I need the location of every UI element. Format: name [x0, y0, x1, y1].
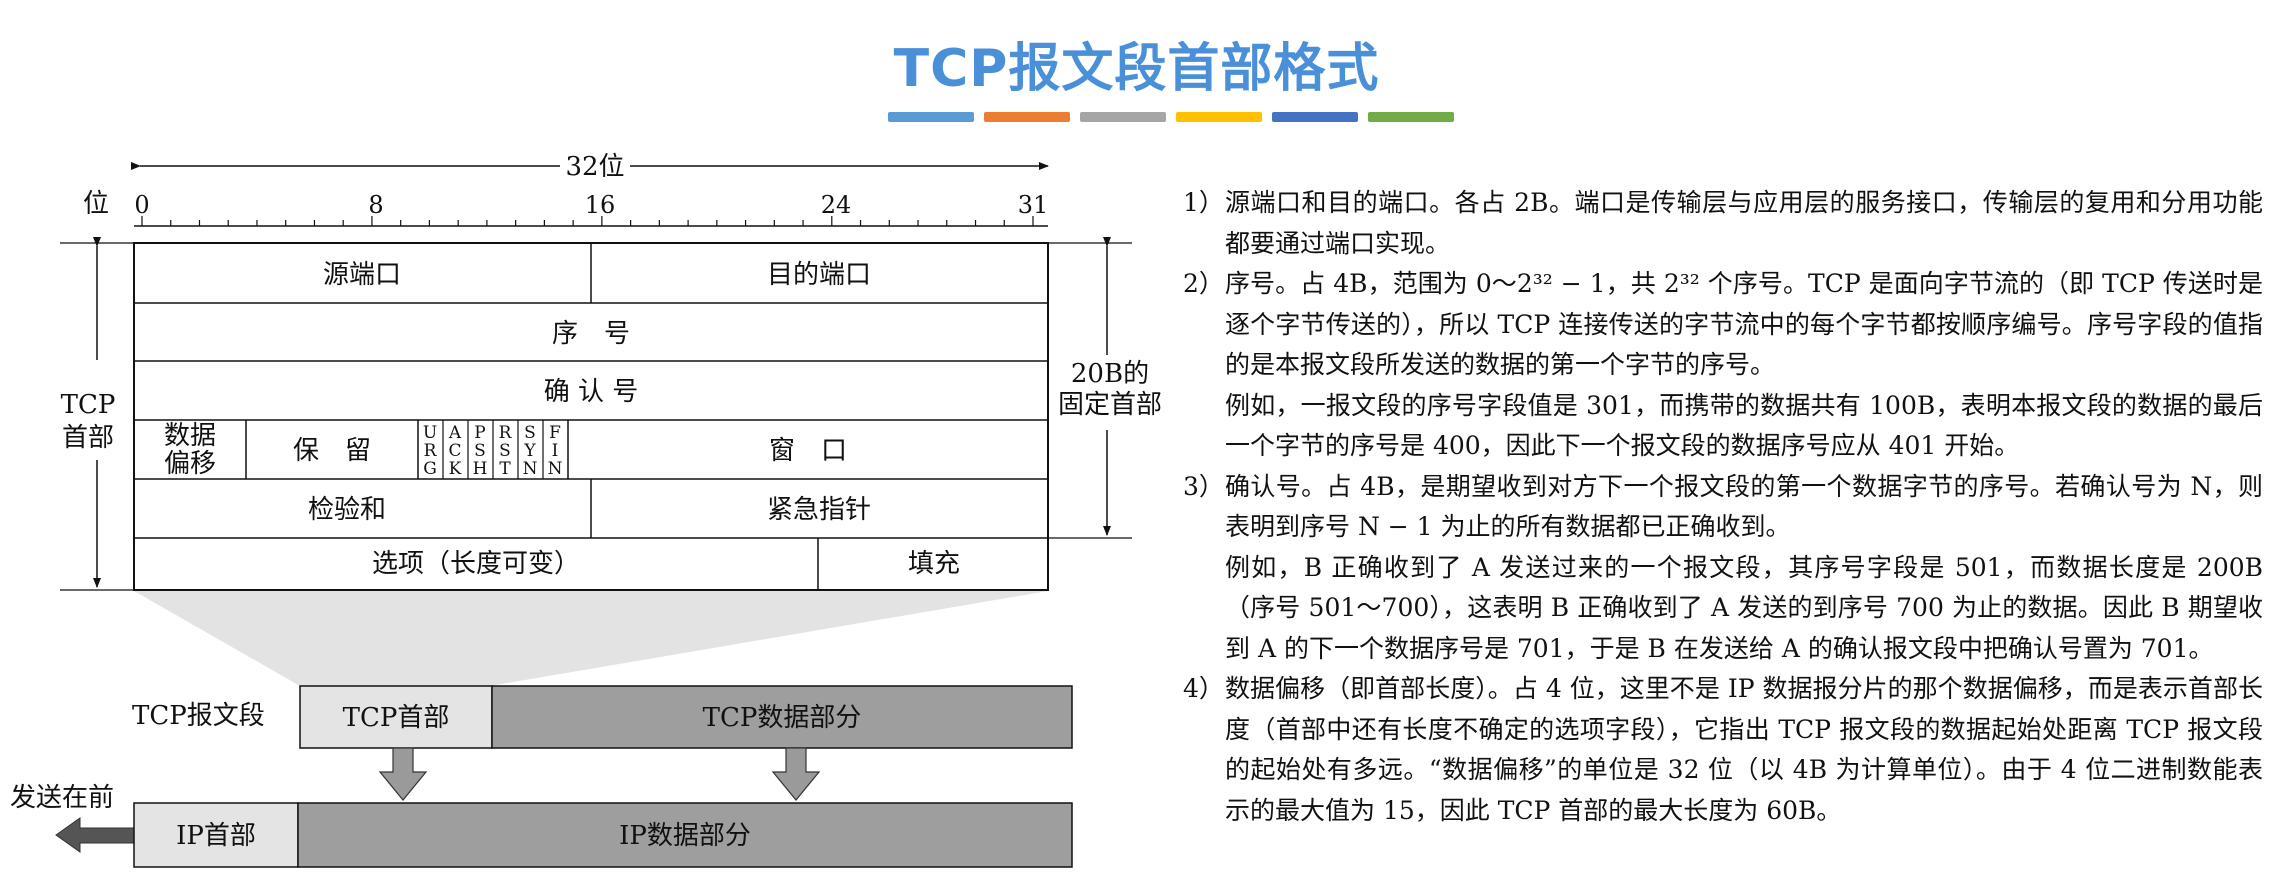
item-text: 。占 4B，范围为 0～2³² − 1，共 2³² 个序号。TCP 是面向字节流… [1225, 269, 2263, 379]
ip-header-box [133, 802, 299, 868]
field-padding: 填充 [908, 549, 960, 579]
accent-bar-segment [1272, 112, 1358, 122]
ruler-ticks [141, 216, 1034, 226]
tick-label-8: 8 [368, 191, 383, 219]
flag-syn: S Y N [523, 423, 538, 479]
item-text: 。占 4B，是期望收到对方下一个报文段的第一个数据字节的序号。若确认号为 N，则… [1225, 471, 2263, 542]
projection-shading [134, 591, 1048, 686]
item-keyword: 源端口和目的端口 [1225, 188, 1430, 217]
item-example: 例如，一报文段的序号字段值是 301，而携带的数据共有 100B，表明本报文段的… [1225, 390, 2263, 461]
flag-ack: A C K [448, 423, 462, 479]
item-example: 例如，B 正确收到了 A 发送过来的一个报文段，其序号字段是 501，而数据长度… [1225, 552, 2263, 663]
flag-fin: F I N [548, 423, 563, 479]
item-keyword: 数据偏移 [1225, 674, 1326, 703]
svg-text:F: F [549, 423, 561, 443]
flag-cells: U R G A C K P S H R S T S Y N [423, 423, 563, 479]
tick-label-16: 16 [585, 191, 616, 219]
svg-text:H: H [473, 459, 488, 479]
svg-text:S: S [474, 441, 486, 461]
item-number: 4） [1183, 674, 1224, 703]
segment-data-box [491, 685, 1073, 749]
page-title: TCP报文段首部格式 [893, 39, 1380, 99]
accent-bar-segment [984, 112, 1070, 122]
tick-label-0: 0 [134, 191, 149, 219]
item-number: 3） [1183, 471, 1224, 501]
accent-bar-segment [1368, 112, 1454, 122]
list-item: 4） 数据偏移（即首部长度）。占 4 位，这里不是 IP 数据报分片的那个数据偏… [1183, 669, 2263, 831]
tick-label-24: 24 [821, 191, 852, 219]
svg-text:N: N [523, 459, 538, 479]
bit-label: 位 [83, 189, 109, 219]
field-urgent-pointer: 紧急指针 [767, 495, 871, 525]
segment-header-label: TCP首部 [343, 703, 450, 733]
segment-data-label: TCP数据部分 [703, 703, 862, 733]
data-down-arrow [771, 747, 821, 801]
svg-text:I: I [552, 441, 559, 461]
segment-label: TCP报文段 [132, 701, 265, 731]
field-offset-line1: 数据 [164, 421, 216, 451]
fixed-header-label-line2: 固定首部 [1058, 390, 1162, 420]
svg-text:T: T [499, 459, 511, 479]
fixed-header-label-line1: 20B的 [1071, 359, 1149, 389]
field-src-port: 源端口 [323, 260, 401, 290]
explanation-list: 1） 源端口和目的端口。各占 2B。端口是传输层与应用层的服务接口，传输层的复用… [1183, 183, 2263, 831]
flag-rst: R S T [499, 423, 513, 479]
svg-text:U: U [423, 423, 437, 443]
field-seq: 序 号 [552, 319, 630, 349]
field-checksum: 检验和 [308, 495, 386, 525]
svg-text:G: G [423, 459, 437, 479]
field-options: 选项（长度可变） [372, 549, 580, 579]
item-keyword: 确认号 [1225, 471, 1302, 501]
field-reserved: 保 留 [293, 436, 371, 466]
svg-text:K: K [449, 459, 462, 479]
svg-text:S: S [499, 441, 511, 461]
svg-text:R: R [499, 423, 513, 443]
tcp-header-diagram: 32位 位 0 8 16 24 31 TCP 首部 20B的 固定首部 [10, 152, 1162, 868]
accent-bar-segment [1176, 112, 1262, 122]
tcp-header-label-line2: 首部 [62, 423, 114, 453]
width-label: 32位 [565, 152, 624, 182]
svg-text:S: S [524, 423, 536, 443]
tcp-header-label-line1: TCP [61, 390, 116, 420]
flag-psh: P S H [473, 423, 488, 479]
field-offset-line2: 偏移 [164, 449, 216, 479]
field-ack: 确 认 号 [544, 377, 639, 407]
tick-label-31: 31 [1018, 191, 1049, 219]
svg-text:P: P [474, 423, 485, 443]
svg-text:A: A [448, 423, 462, 443]
field-dst-port: 目的端口 [767, 260, 871, 290]
list-item: 2） 序号。占 4B，范围为 0～2³² − 1，共 2³² 个序号。TCP 是… [1183, 264, 2263, 467]
item-keyword: 序号 [1225, 269, 1276, 298]
item-number: 2） [1183, 269, 1224, 298]
send-first-label: 发送在前 [10, 783, 114, 813]
svg-text:R: R [424, 441, 438, 461]
item-text: 。各占 2B。端口是传输层与应用层的服务接口，传输层的复用和分用功能都要通过端口… [1225, 188, 2263, 258]
ip-header-label: IP首部 [176, 821, 256, 851]
list-item: 3） 确认号。占 4B，是期望收到对方下一个报文段的第一个数据字节的序号。若确认… [1183, 467, 2263, 670]
segment-header-box [299, 685, 493, 749]
svg-text:Y: Y [523, 441, 536, 461]
ip-data-box [297, 802, 1073, 868]
item-number: 1） [1183, 188, 1224, 217]
send-direction-arrow [55, 817, 135, 853]
list-item: 1） 源端口和目的端口。各占 2B。端口是传输层与应用层的服务接口，传输层的复用… [1183, 183, 2263, 264]
accent-bar-segment [1080, 112, 1166, 122]
field-window: 窗 口 [769, 436, 847, 466]
flag-urg: U R G [423, 423, 438, 479]
svg-text:N: N [548, 459, 563, 479]
ip-data-label: IP数据部分 [619, 821, 751, 851]
header-down-arrow [378, 747, 428, 801]
svg-text:C: C [448, 441, 461, 461]
accent-bar-segment [888, 112, 974, 122]
item-text: （即首部长度）。占 4 位，这里不是 IP 数据报分片的那个数据偏移，而是表示首… [1225, 674, 2263, 825]
